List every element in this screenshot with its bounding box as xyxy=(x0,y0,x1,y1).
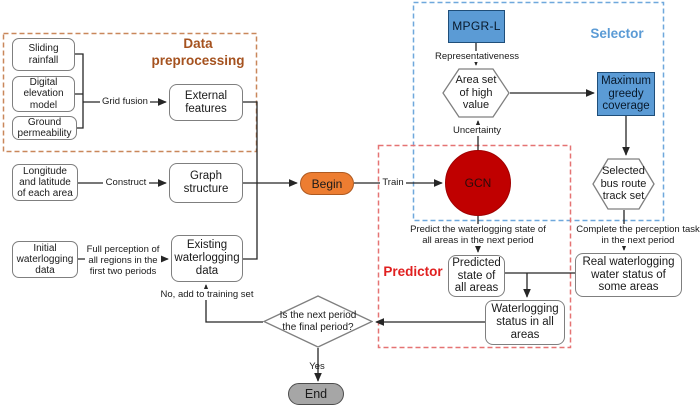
construct-label: Construct xyxy=(103,177,149,189)
node-real-waterlogging-status: Real waterlogging water status of some a… xyxy=(575,253,682,297)
uncertainty-label: Uncertainty xyxy=(450,125,504,137)
decision-final-period: Is the next period the final period? xyxy=(263,295,373,348)
hexagon-shape xyxy=(592,158,655,210)
node-digital-elevation-model: Digital elevation model xyxy=(12,76,75,112)
node-mpgr-l: MPGR-L xyxy=(448,10,505,43)
diamond-shape xyxy=(263,295,373,348)
complete-task-label: Complete the perception task in the next… xyxy=(574,224,700,247)
selected-route-text: Selected bus route track set xyxy=(600,165,647,203)
node-existing-waterlogging-data: Existing waterlogging data xyxy=(171,235,243,282)
end-node: End xyxy=(288,383,344,405)
predictor-group-border xyxy=(377,144,572,349)
decision-text: Is the next period the final period? xyxy=(279,310,357,333)
node-waterlogging-status-all: Waterlogging status in all areas xyxy=(485,300,565,345)
bracket-connector xyxy=(75,53,84,129)
node-graph-structure: Graph structure xyxy=(169,163,243,203)
no-branch-label: No, add to training set xyxy=(159,289,255,301)
data-preprocessing-title: Data preprocessing xyxy=(151,36,245,68)
node-initial-waterlogging-data: Initial waterlogging data xyxy=(12,241,78,278)
node-gcn: GCN xyxy=(445,150,511,216)
hexagon-shape xyxy=(442,68,510,118)
node-sliding-rainfall: Sliding rainfall xyxy=(12,38,75,71)
node-longitude-latitude: Longitude and latitude of each area xyxy=(12,164,78,201)
selector-group-border xyxy=(412,1,665,222)
area-set-text: Area set of high value xyxy=(455,74,497,112)
node-ground-permeability: Ground permeability xyxy=(12,116,77,140)
node-selected-route-hexagon: Selected bus route track set xyxy=(592,158,655,210)
external-to-merge-connector xyxy=(243,101,258,183)
representativeness-label: Representativeness xyxy=(431,51,523,63)
train-label: Train xyxy=(380,177,406,189)
grid-fusion-label: Grid fusion xyxy=(100,96,150,108)
predictor-title: Predictor xyxy=(383,264,443,279)
node-external-features: External features xyxy=(169,84,243,121)
node-maximum-greedy-coverage: Maximum greedy coverage xyxy=(597,72,655,116)
data-preprocessing-group-border xyxy=(2,32,258,153)
full-perception-label: Full perception of all regions in the fi… xyxy=(85,244,161,278)
selector-title: Selector xyxy=(590,26,644,41)
begin-node: Begin xyxy=(300,172,354,195)
node-predicted-state: Predicted state of all areas xyxy=(448,255,505,297)
existing-to-merge-connector xyxy=(243,183,258,260)
yes-branch-label: Yes xyxy=(309,361,325,372)
node-area-set-hexagon: Area set of high value xyxy=(442,68,510,118)
predict-task-label: Predict the waterlogging state of all ar… xyxy=(406,224,550,247)
